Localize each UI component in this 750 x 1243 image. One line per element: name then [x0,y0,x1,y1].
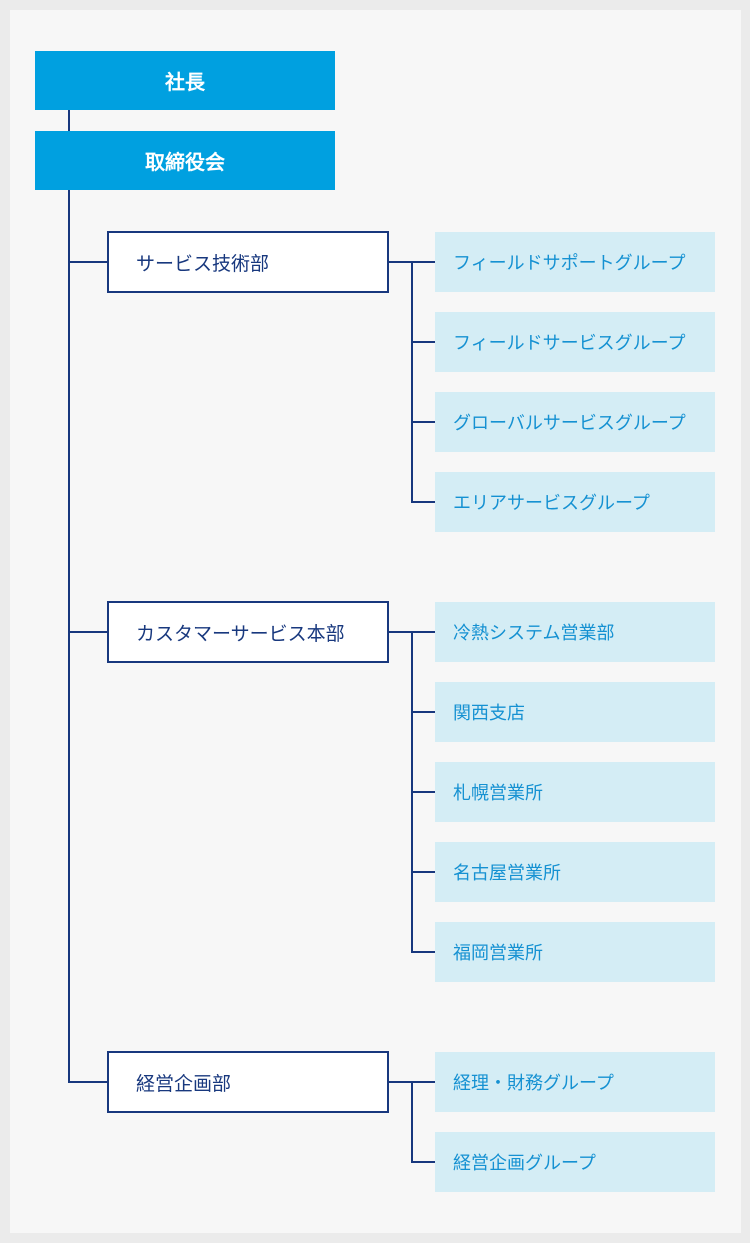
department-box: サービス技術部 [107,231,389,293]
group-label: フィールドサービスグループ [453,333,686,354]
department-label: 経営企画部 [136,1072,232,1095]
group-box: 経営企画グループ [435,1132,715,1192]
connector-line [411,501,435,503]
group-box: 札幌営業所 [435,762,715,822]
group-box: 冷熱システム営業部 [435,602,715,662]
group-box: 福岡営業所 [435,922,715,982]
group-label: 経理・財務グループ [453,1073,614,1094]
connector-line [411,421,435,423]
connector-line [411,951,435,953]
group-box: 関西支店 [435,682,715,742]
group-box: グローバルサービスグループ [435,392,715,452]
connector-line [411,711,435,713]
exec-box-president: 社長 [35,51,335,110]
connector-line [411,1161,435,1163]
group-label: 冷熱システム営業部 [453,623,615,644]
connector-line [68,190,70,1083]
connector-line [68,261,108,263]
connector-line [411,261,413,503]
group-label: 名古屋営業所 [453,863,561,884]
connector-line [68,631,108,633]
connector-line [411,871,435,873]
group-box: フィールドサポートグループ [435,232,715,292]
group-label: 福岡営業所 [453,943,543,964]
connector-line [411,791,435,793]
exec-label: 社長 [165,70,205,94]
group-box: フィールドサービスグループ [435,312,715,372]
group-label: フィールドサポートグループ [453,253,686,274]
group-box: 経理・財務グループ [435,1052,715,1112]
group-label: 経営企画グループ [453,1153,596,1174]
group-label: エリアサービスグループ [453,493,650,514]
group-label: 関西支店 [453,703,525,724]
group-label: グローバルサービスグループ [453,413,686,434]
connector-line [68,110,70,131]
department-label: サービス技術部 [136,252,270,275]
connector-line [411,1081,413,1163]
connector-line [68,1081,108,1083]
exec-label: 取締役会 [145,150,225,174]
exec-box-board: 取締役会 [35,131,335,190]
group-label: 札幌営業所 [453,783,543,804]
connector-line [411,341,435,343]
department-box: カスタマーサービス本部 [107,601,389,663]
group-box: エリアサービスグループ [435,472,715,532]
department-label: カスタマーサービス本部 [136,622,345,645]
department-box: 経営企画部 [107,1051,389,1113]
group-box: 名古屋営業所 [435,842,715,902]
